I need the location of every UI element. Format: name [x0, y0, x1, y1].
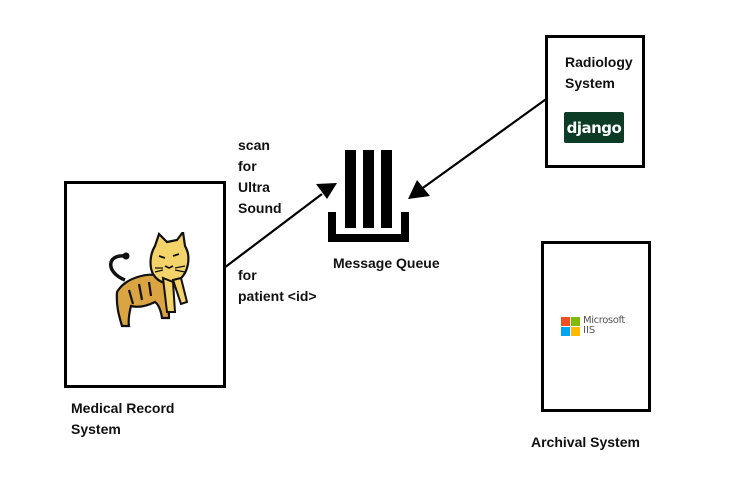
archival-system-box: Microsoft IIS: [541, 241, 651, 412]
message-queue-icon: [328, 150, 409, 242]
tomcat-logo-icon: [109, 232, 190, 328]
django-logo-text: django: [566, 118, 622, 137]
connector-queue-to-radiology: [419, 96, 550, 191]
iis-logo-text: IIS: [583, 325, 596, 336]
message-queue-label: Message Queue: [333, 255, 440, 271]
arrowhead-into-queue: [316, 183, 337, 199]
microsoft-iis-logo: Microsoft IIS: [561, 316, 625, 336]
medical-record-system-label: Medical Record System: [71, 400, 175, 437]
radiology-system-box: Radiology System django: [545, 35, 645, 168]
medical-record-system-box: [64, 181, 226, 388]
microsoft-logo-text: Microsoft: [583, 315, 625, 326]
request-label-2: for patient <id>: [238, 267, 317, 304]
archival-system-label: Archival System: [531, 434, 640, 450]
django-logo: django: [564, 112, 624, 143]
connector-medical-to-queue: [223, 193, 323, 269]
request-label: scan for Ultra Sound: [238, 137, 282, 216]
microsoft-windows-icon: [561, 316, 580, 336]
arrowhead-out-of-queue: [408, 180, 430, 199]
radiology-system-label: Radiology System: [565, 54, 633, 91]
